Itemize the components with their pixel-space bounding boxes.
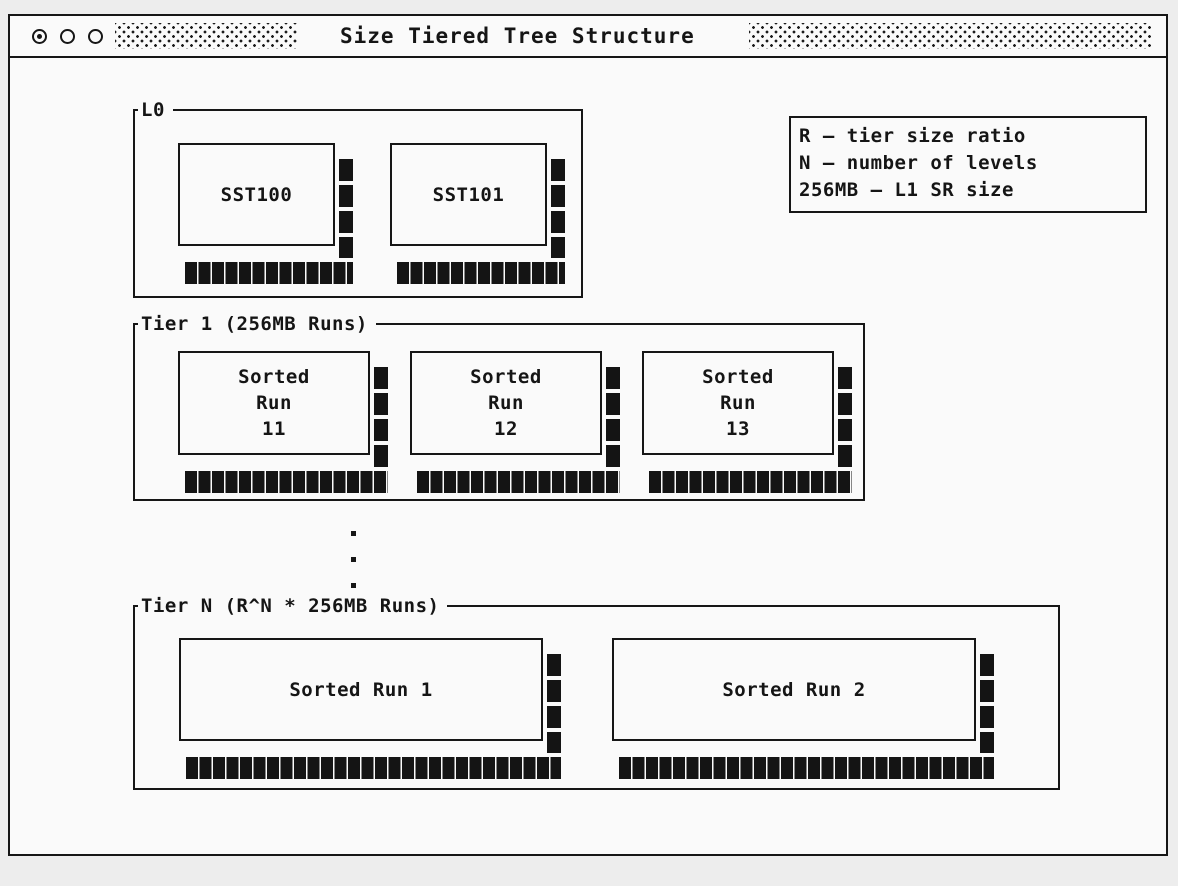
ellipsis-dot (351, 531, 356, 536)
sorted-run-unit: Sorted Run 12 (410, 351, 620, 493)
shadow-bottom-blocks (186, 757, 561, 779)
group-tier1-label: Tier 1 (256MB Runs) (138, 313, 376, 335)
vertical-ellipsis (351, 531, 356, 588)
window: Size Tiered Tree Structure L0 SST100 SST… (8, 14, 1168, 856)
sorted-run-13-line3: 13 (726, 418, 750, 440)
window-button-close[interactable] (32, 28, 47, 44)
window-button-minimize[interactable] (60, 28, 75, 44)
ellipsis-dot (351, 583, 356, 588)
sst-unit: SST101 (390, 143, 565, 284)
sst101-box: SST101 (390, 143, 547, 246)
legend-line-n: N – number of levels (799, 152, 1038, 174)
sorted-run-unit: Sorted Run 13 (642, 351, 852, 493)
sorted-run-1-box: Sorted Run 1 (179, 638, 543, 741)
sorted-run-13-box: Sorted Run 13 (642, 351, 834, 455)
sorted-run-13-line1: Sorted (702, 366, 774, 388)
legend-box: R – tier size ratio N – number of levels… (789, 116, 1147, 213)
sorted-run-11-line3: 11 (262, 418, 286, 440)
sorted-run-1-label: Sorted Run 1 (289, 678, 433, 701)
sst100-label: SST100 (220, 183, 293, 206)
ellipsis-dot (351, 557, 356, 562)
diagram-canvas: L0 SST100 SST101 R – tier size ratio N –… (10, 58, 1166, 852)
sorted-run-12-line3: 12 (494, 418, 518, 440)
window-title: Size Tiered Tree Structure (340, 24, 695, 48)
shadow-right-blocks (606, 367, 620, 467)
shadow-bottom-blocks (185, 262, 353, 284)
group-tier-n: Tier N (R^N * 256MB Runs) Sorted Run 1 S… (133, 595, 1060, 790)
legend-line-r: R – tier size ratio (799, 125, 1026, 147)
sst-unit: SST100 (178, 143, 353, 284)
sorted-run-2-box: Sorted Run 2 (612, 638, 976, 741)
sst101-label: SST101 (432, 183, 505, 206)
sst100-box: SST100 (178, 143, 335, 246)
shadow-bottom-blocks (417, 471, 620, 493)
shadow-right-blocks (551, 159, 565, 258)
sorted-run-unit: Sorted Run 11 (178, 351, 388, 493)
sorted-run-unit: Sorted Run 2 (612, 638, 994, 779)
group-l0: L0 SST100 SST101 (133, 99, 583, 298)
shadow-right-blocks (980, 654, 994, 753)
window-button-maximize[interactable] (88, 28, 103, 44)
shadow-bottom-blocks (185, 471, 388, 493)
group-tier-n-label: Tier N (R^N * 256MB Runs) (138, 595, 448, 617)
shadow-bottom-blocks (397, 262, 565, 284)
shadow-bottom-blocks (649, 471, 852, 493)
group-l0-label: L0 (138, 99, 173, 121)
shadow-right-blocks (838, 367, 852, 467)
titlebar-pattern-left (115, 23, 298, 49)
shadow-right-blocks (374, 367, 388, 467)
shadow-right-blocks (339, 159, 353, 258)
sorted-run-2-label: Sorted Run 2 (722, 678, 866, 701)
shadow-right-blocks (547, 654, 561, 753)
shadow-bottom-blocks (619, 757, 994, 779)
sorted-run-13-line2: Run (720, 392, 756, 414)
title-bar[interactable]: Size Tiered Tree Structure (10, 16, 1166, 58)
sorted-run-12-box: Sorted Run 12 (410, 351, 602, 455)
sorted-run-11-line1: Sorted (238, 366, 310, 388)
titlebar-pattern-right (748, 23, 1152, 49)
sorted-run-12-line2: Run (488, 392, 524, 414)
legend-line-256mb: 256MB – L1 SR size (799, 179, 1014, 201)
sorted-run-11-line2: Run (256, 392, 292, 414)
sorted-run-12-line1: Sorted (470, 366, 542, 388)
sorted-run-11-box: Sorted Run 11 (178, 351, 370, 455)
window-button-active-dot-icon (37, 33, 42, 39)
group-tier1: Tier 1 (256MB Runs) Sorted Run 11 Sorted… (133, 313, 865, 501)
window-controls (32, 28, 103, 44)
sorted-run-unit: Sorted Run 1 (179, 638, 561, 779)
